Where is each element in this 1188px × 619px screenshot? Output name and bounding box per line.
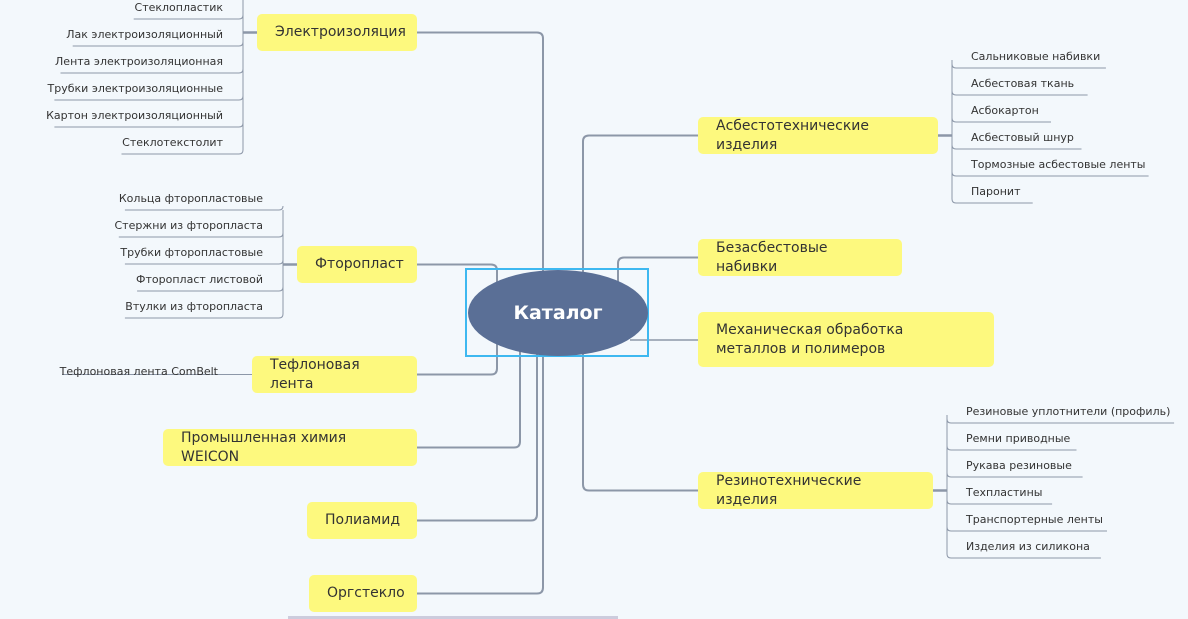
subtopic-item[interactable]: Лак электроизоляционный: [66, 28, 223, 41]
subtopic-item[interactable]: Резиновые уплотнители (профиль): [966, 405, 1171, 418]
connector: [582, 134, 698, 313]
connector: [617, 256, 698, 313]
topic-label: Оргстекло: [327, 585, 405, 601]
subtopic-underline: [951, 141, 1082, 150]
connector: [582, 313, 698, 492]
subtopic-item[interactable]: Асбокартон: [971, 104, 1039, 117]
subtopic-item[interactable]: Фторопласт листовой: [136, 273, 263, 286]
central-topic[interactable]: Каталог: [468, 270, 648, 356]
subtopic-item[interactable]: Тефлоновая лента ComBelt: [59, 364, 218, 378]
subtopic-item[interactable]: Стеклотекстолит: [122, 136, 223, 149]
subtopic-underline: [121, 149, 244, 155]
subtopic-underline: [946, 469, 1083, 478]
subtopic-underline: [951, 168, 1149, 177]
left-topic-3[interactable]: Промышленная химия WEICON: [163, 429, 417, 466]
subtopic-underline: [951, 114, 1051, 123]
topic-label: Фторопласт: [315, 256, 404, 272]
left-topic-2[interactable]: Тефлоновая лента: [252, 356, 417, 393]
connector: [417, 31, 544, 313]
right-topic-0[interactable]: Асбестотехнические изделия: [698, 117, 938, 154]
central-topic-label: Каталог: [513, 302, 603, 324]
connector: [417, 263, 498, 313]
subtopic-item[interactable]: Изделия из силикона: [966, 540, 1090, 553]
subtopic-item[interactable]: Втулки из фторопласта: [125, 300, 263, 313]
subtopic-underline: [946, 550, 1101, 559]
subtopic-item[interactable]: Трубки электроизоляционные: [47, 82, 223, 95]
topic-label: Безасбестовые набивки: [716, 239, 828, 275]
left-topic-5[interactable]: Оргстекло: [309, 575, 417, 612]
subtopic-underline: [951, 87, 1088, 96]
subtopic-underline: [946, 442, 1077, 451]
subtopic-underline: [951, 195, 1033, 204]
topic-label: Механическая обработка металлов и полиме…: [716, 321, 904, 357]
subtopic-item[interactable]: Трубки фторопластовые: [120, 246, 263, 259]
right-topic-3[interactable]: Резинотехнические изделия: [698, 472, 933, 509]
subtopic-underline: [946, 523, 1107, 532]
subtopic-item[interactable]: Асбестовый шнур: [971, 131, 1074, 144]
topic-label: Резинотехнические изделия: [716, 472, 862, 508]
subtopic-item[interactable]: Рукава резиновые: [966, 459, 1072, 472]
topic-label: Асбестотехнические изделия: [716, 117, 869, 153]
topic-label: Электроизоляция: [275, 24, 406, 40]
subtopic-item[interactable]: Стеклопластик: [134, 1, 223, 14]
subtopic-item[interactable]: Стержни из фторопласта: [114, 219, 264, 232]
subtopic-item[interactable]: Картон электроизоляционный: [46, 109, 223, 122]
subtopic-item[interactable]: Тормозные асбестовые ленты: [971, 158, 1146, 171]
subtopic-item[interactable]: Транспортерные ленты: [966, 513, 1103, 526]
horizontal-scrollbar[interactable]: [288, 616, 618, 619]
subtopic-underline: [124, 205, 284, 211]
subtopic-item[interactable]: Паронит: [971, 185, 1021, 198]
connector: [417, 313, 498, 376]
left-topic-4[interactable]: Полиамид: [307, 502, 417, 539]
topic-label: Полиамид: [325, 512, 401, 528]
subtopic-item[interactable]: Лента электроизоляционная: [55, 55, 223, 68]
selection-frame: [465, 268, 649, 357]
subtopic-item[interactable]: Асбестовая ткань: [971, 77, 1075, 90]
subtopic-item[interactable]: Ремни приводные: [966, 432, 1071, 445]
subtopic-underline: [946, 496, 1053, 505]
topic-label: Промышленная химия WEICON: [181, 429, 347, 465]
subtopic-item[interactable]: Техпластины: [966, 486, 1043, 499]
connector: [417, 313, 538, 522]
connector: [417, 313, 544, 595]
right-topic-1[interactable]: Безасбестовые набивки: [698, 239, 902, 276]
right-topic-2[interactable]: Механическая обработка металлов и полиме…: [698, 312, 994, 367]
topic-label: Тефлоновая лента: [270, 356, 360, 392]
subtopic-item[interactable]: Сальниковые набивки: [971, 50, 1101, 63]
left-topic-1[interactable]: Фторопласт: [297, 246, 417, 283]
subtopic-underline: [124, 313, 284, 319]
subtopic-item[interactable]: Кольца фторопластовые: [118, 192, 263, 205]
connector: [417, 313, 521, 449]
left-topic-0[interactable]: Электроизоляция: [257, 14, 417, 51]
